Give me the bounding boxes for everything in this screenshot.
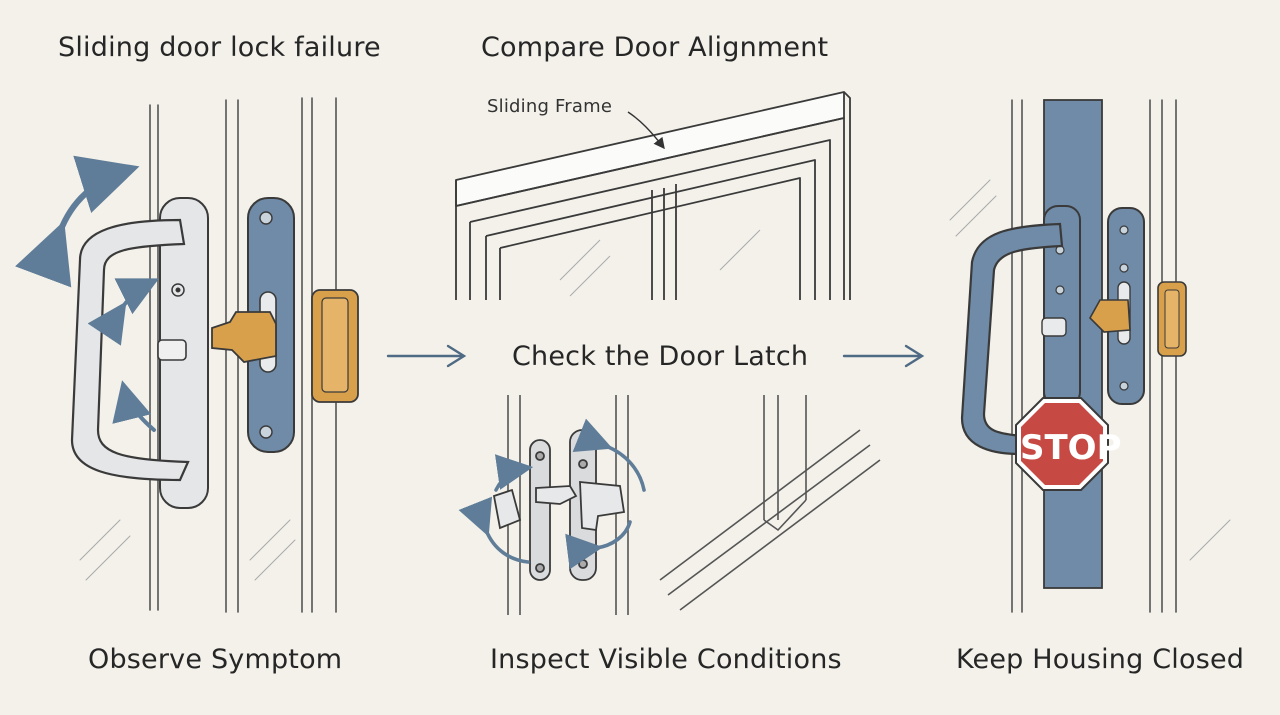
- curved-arrow-icon: [458, 418, 646, 570]
- curved-arrow-icon: [87, 278, 160, 432]
- latch-hook: [211, 311, 277, 363]
- sliding-frame-label: Sliding Frame: [487, 96, 613, 117]
- step-label-keep-closed: Keep Housing Closed: [956, 644, 1245, 675]
- frame-callout-pointer: [627, 111, 665, 150]
- stop-sign-icon: [1015, 397, 1109, 491]
- curved-arrow-icon: [15, 155, 140, 288]
- latch-check-heading: Check the Door Latch: [512, 341, 809, 372]
- latch-detail-frame: [507, 395, 881, 615]
- page-title: Sliding door lock failure: [58, 32, 381, 63]
- stop-sign-text: STOP: [1020, 428, 1122, 468]
- right-arrow-icon: [386, 344, 467, 368]
- sliding-frame: [455, 91, 851, 300]
- panel-observe-symptom: [70, 97, 359, 613]
- alignment-heading: Compare Door Alignment: [481, 32, 829, 63]
- step-label-inspect: Inspect Visible Conditions: [490, 644, 842, 675]
- step-label-observe: Observe Symptom: [88, 644, 343, 675]
- panel-keep-housing-closed: [949, 99, 1231, 613]
- right-arrow-icon: [842, 344, 925, 368]
